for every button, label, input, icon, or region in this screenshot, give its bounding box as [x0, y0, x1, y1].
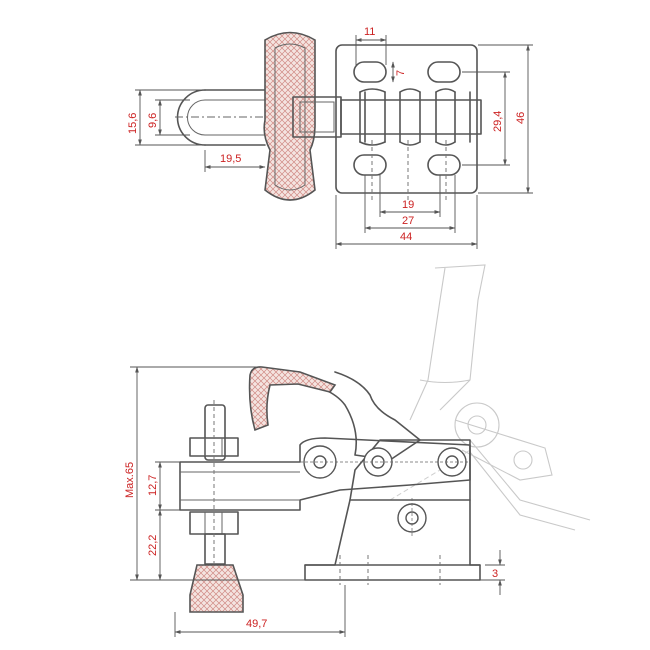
- side-view: Max.65 12,7 22,2 3 49,7: [124, 264, 591, 637]
- svg-text:44: 44: [400, 231, 412, 243]
- dimension-49-7: 49,7: [174, 585, 346, 637]
- dimension-19-5: 19,5: [204, 150, 266, 172]
- svg-text:19,5: 19,5: [220, 153, 241, 165]
- svg-text:15,6: 15,6: [127, 113, 139, 134]
- base-plate-top: [335, 44, 478, 194]
- rubber-pressure-tip: [189, 564, 244, 613]
- dimension-11: 11: [355, 26, 387, 65]
- dimension-29-4: 29,4: [462, 71, 510, 166]
- dimension-27: 27: [364, 175, 456, 233]
- svg-text:7: 7: [395, 70, 407, 76]
- dimension-19: 19: [379, 175, 441, 217]
- svg-text:3: 3: [492, 568, 498, 580]
- dimension-44: 44: [335, 195, 478, 249]
- dimension-3: 3: [480, 550, 505, 595]
- handle-lever-side: [289, 371, 421, 461]
- svg-text:9,6: 9,6: [147, 113, 159, 128]
- dimension-22-2: 22,2: [147, 509, 162, 581]
- open-position-ghost: [389, 264, 591, 531]
- svg-text:46: 46: [515, 112, 527, 124]
- svg-text:27: 27: [402, 215, 414, 227]
- dimension-9-6: 9,6: [147, 99, 190, 136]
- dimension-15-6: 15,6: [127, 89, 205, 146]
- mounting-slots: [353, 61, 461, 176]
- svg-text:22,2: 22,2: [147, 535, 159, 556]
- clamping-arm-side: [179, 437, 471, 511]
- arm-top: [292, 88, 482, 200]
- spindle-side: [189, 400, 239, 570]
- svg-text:11: 11: [364, 26, 375, 38]
- base-side: [304, 499, 481, 581]
- handle-grip-top: [263, 31, 316, 201]
- svg-text:29,4: 29,4: [492, 111, 504, 132]
- svg-text:Max.65: Max.65: [124, 462, 136, 498]
- svg-text:49,7: 49,7: [246, 618, 267, 630]
- spindle-top: [175, 89, 300, 146]
- svg-text:12,7: 12,7: [147, 475, 159, 496]
- dimension-46: 46: [478, 44, 533, 194]
- top-view: 11 7 15,6 9,6 29,4 46: [127, 26, 533, 249]
- pivot-holes: [300, 445, 470, 538]
- handle-grip-side: [248, 366, 337, 432]
- svg-text:19: 19: [402, 199, 414, 211]
- dimension-7: 7: [391, 61, 407, 83]
